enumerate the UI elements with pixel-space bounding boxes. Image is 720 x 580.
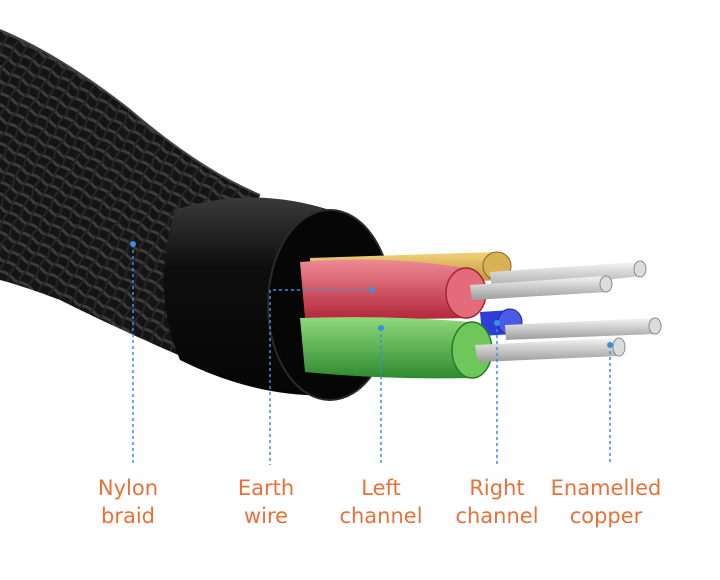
label-enamelled-copper: Enamelled copper [550,476,662,528]
label-left-channel: Left channel [339,476,423,528]
leader-nylon-braid [130,241,136,465]
enamelled-copper-strands [470,260,662,362]
leader-right-channel [494,320,500,465]
leader-earth-wire [269,287,375,465]
label-earth-wire: Earth wire [237,476,295,528]
leader-enamelled-copper [607,342,613,465]
red-core-bundle [300,259,487,319]
label-nylon-braid: Nylon braid [97,476,159,528]
label-right-channel: Right channel [455,476,539,528]
left-channel-bundle [300,317,493,379]
leader-left-channel [378,325,384,465]
leader-lines [130,241,613,465]
